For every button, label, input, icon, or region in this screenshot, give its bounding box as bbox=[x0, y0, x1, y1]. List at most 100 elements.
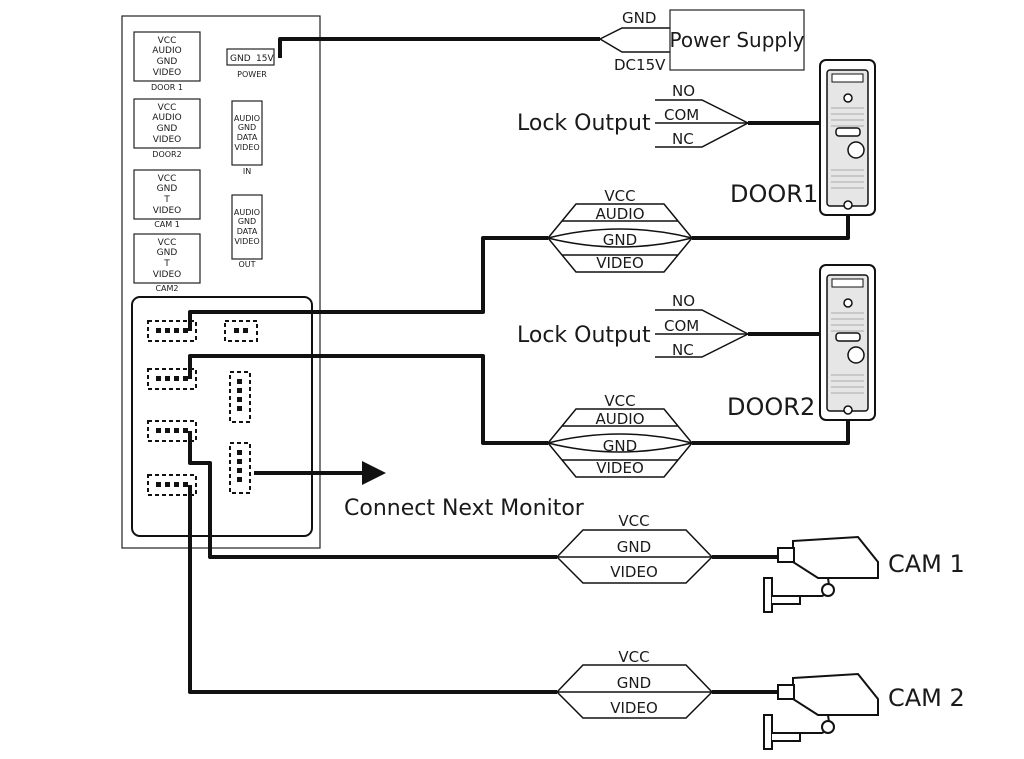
cable-label: AUDIO bbox=[595, 205, 644, 223]
power-supply-label: Power Supply bbox=[670, 28, 805, 52]
connector-door2 bbox=[147, 368, 197, 390]
cam2-label: CAM 2 bbox=[888, 684, 965, 712]
cam1-camera-icon: CAM 1 bbox=[763, 535, 965, 613]
ps-dc-label: DC15V bbox=[614, 56, 666, 74]
lock2-label: Lock Output bbox=[517, 323, 651, 348]
ps-gnd-label: GND bbox=[622, 9, 656, 27]
cam1-wire bbox=[188, 431, 557, 559]
lock2-com: COM bbox=[664, 317, 699, 335]
port-line: GND bbox=[157, 57, 178, 67]
port-caption: CAM 1 bbox=[154, 220, 180, 229]
bus-line: AUDIO bbox=[234, 114, 260, 123]
port-line: GND bbox=[157, 184, 178, 194]
cable-label: VIDEO bbox=[596, 254, 644, 272]
cable-label: GND bbox=[617, 674, 651, 692]
connector-bus-in bbox=[229, 371, 251, 423]
bus-line: VIDEO bbox=[234, 143, 259, 152]
port-line: T bbox=[163, 195, 170, 205]
door1-cable: VCC AUDIO GND VIDEO bbox=[547, 187, 693, 273]
power-caption: POWER bbox=[237, 70, 267, 79]
port-line: VCC bbox=[158, 103, 177, 113]
power-wire bbox=[278, 37, 600, 58]
arrow-right-icon bbox=[362, 461, 386, 485]
door1-station: DOOR1 bbox=[730, 59, 876, 216]
door2-label: DOOR2 bbox=[727, 393, 815, 421]
door2-wire bbox=[188, 354, 548, 445]
connector-area bbox=[131, 296, 313, 537]
port-line: VIDEO bbox=[153, 270, 182, 280]
port-line: GND bbox=[157, 124, 178, 134]
lock1-com: COM bbox=[664, 106, 699, 124]
bus-caption: OUT bbox=[238, 260, 255, 269]
door1-label: DOOR1 bbox=[730, 180, 818, 208]
cable-label: VIDEO bbox=[596, 459, 644, 477]
door1-device-wire bbox=[692, 214, 850, 240]
door2-station: DOOR2 bbox=[727, 264, 876, 421]
port-caption: DOOR2 bbox=[152, 150, 181, 159]
cam2-wire bbox=[188, 485, 557, 694]
port-line: T bbox=[163, 259, 170, 269]
port-cam1: VCC GND T VIDEO CAM 1 bbox=[133, 169, 201, 229]
port-line: VIDEO bbox=[153, 135, 182, 145]
port-power: GND 15V POWER bbox=[226, 48, 275, 79]
port-caption: DOOR 1 bbox=[151, 83, 183, 92]
port-line: VCC bbox=[158, 174, 177, 184]
cable-label: GND bbox=[603, 437, 637, 455]
door2-cable: VCC AUDIO GND VIDEO bbox=[547, 392, 693, 478]
cable-label: VCC bbox=[604, 392, 635, 410]
power-gnd-label: GND bbox=[230, 54, 251, 64]
cam1-cable: VCC GND VIDEO bbox=[555, 512, 714, 584]
port-bus-out: AUDIO GND DATA VIDEO OUT bbox=[231, 194, 263, 269]
bus-line: AUDIO bbox=[234, 208, 260, 217]
port-line: AUDIO bbox=[152, 46, 181, 56]
cable-label: VCC bbox=[618, 648, 649, 666]
door2-device-wire bbox=[692, 420, 850, 445]
lock1-label: Lock Output bbox=[517, 111, 651, 136]
power-supply: GND DC15V Power Supply bbox=[599, 9, 805, 74]
cam2-cable: VCC GND VIDEO bbox=[555, 648, 714, 719]
cable-label: VIDEO bbox=[610, 699, 658, 717]
lock2-no: NO bbox=[672, 292, 695, 310]
connector-bus-out bbox=[229, 442, 251, 494]
connector-power bbox=[224, 320, 258, 342]
cable-label: VIDEO bbox=[610, 563, 658, 581]
lock1-nc: NC bbox=[672, 130, 694, 148]
port-line: AUDIO bbox=[152, 113, 181, 123]
door1-wire bbox=[188, 236, 548, 331]
port-door1: VCC AUDIO GND VIDEO DOOR 1 bbox=[133, 31, 201, 92]
port-line: GND bbox=[157, 248, 178, 258]
cable-label: VCC bbox=[618, 512, 649, 530]
port-door2: VCC AUDIO GND VIDEO DOOR2 bbox=[133, 98, 201, 159]
lock-output-2: Lock Output NO COM NC bbox=[517, 292, 749, 359]
bus-line: DATA bbox=[237, 133, 258, 142]
bus-line: VIDEO bbox=[234, 237, 259, 246]
cam1-label: CAM 1 bbox=[888, 550, 965, 578]
port-bus-in: AUDIO GND DATA VIDEO IN bbox=[231, 100, 263, 176]
cable-label: GND bbox=[603, 231, 637, 249]
connector-door1 bbox=[147, 320, 197, 342]
bus-line: GND bbox=[238, 123, 256, 132]
port-line: VCC bbox=[158, 238, 177, 248]
lock-output-1: Lock Output NO COM NC bbox=[517, 82, 749, 148]
bus-line: GND bbox=[238, 217, 256, 226]
port-line: VIDEO bbox=[153, 206, 182, 216]
cable-label: AUDIO bbox=[595, 410, 644, 428]
lock1-no: NO bbox=[672, 82, 695, 100]
port-line: VCC bbox=[158, 36, 177, 46]
bus-line: DATA bbox=[237, 227, 258, 236]
cable-label: VCC bbox=[604, 187, 635, 205]
next-monitor-label: Connect Next Monitor bbox=[344, 496, 585, 521]
bus-caption: IN bbox=[243, 167, 251, 176]
port-cam2: VCC GND T VIDEO CAM2 bbox=[133, 233, 201, 293]
cable-label: GND bbox=[617, 538, 651, 556]
connector-cam1 bbox=[147, 420, 197, 442]
monitor-panel: VCC AUDIO GND VIDEO DOOR 1 GND 15V POWER… bbox=[121, 15, 321, 549]
cam2-camera-icon: CAM 2 bbox=[763, 672, 965, 750]
port-caption: CAM2 bbox=[155, 284, 178, 293]
connector-cam2 bbox=[147, 474, 197, 496]
lock2-nc: NC bbox=[672, 341, 694, 359]
wires bbox=[188, 37, 850, 694]
power-v-label: 15V bbox=[256, 54, 274, 64]
port-line: VIDEO bbox=[153, 68, 182, 78]
